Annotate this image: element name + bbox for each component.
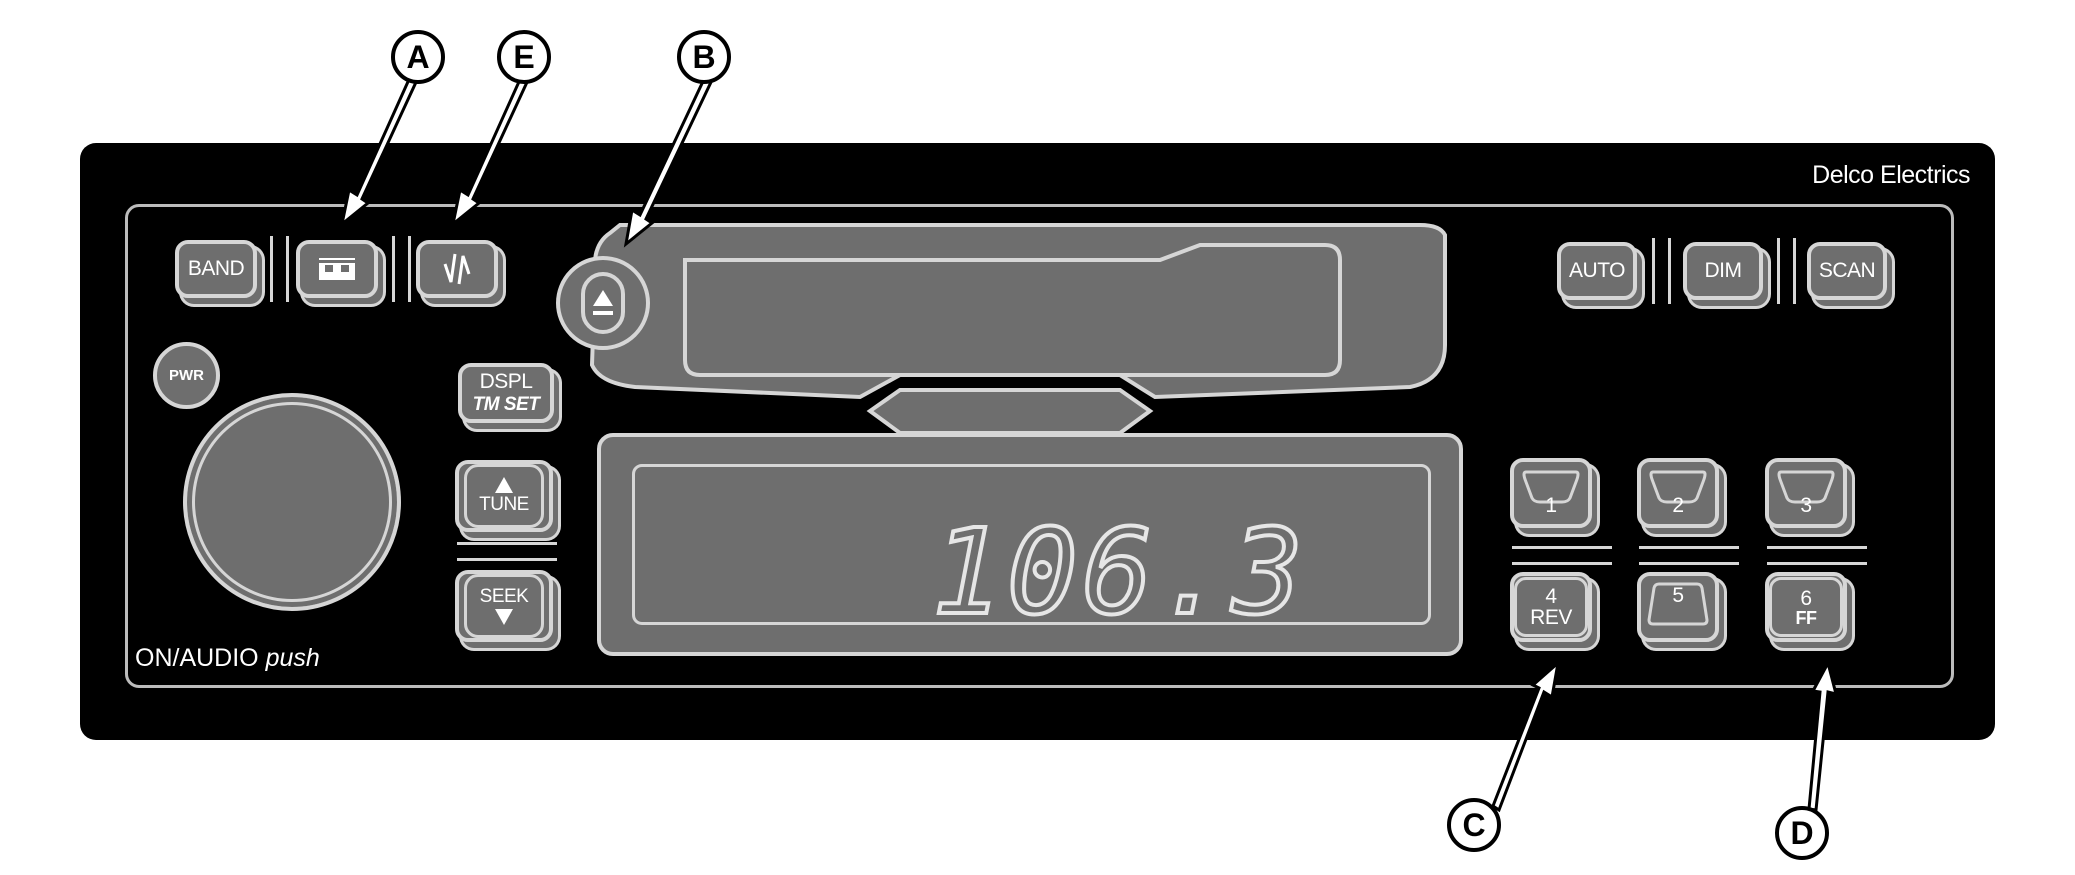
tape-button[interactable]	[296, 240, 378, 298]
auto-button[interactable]: AUTO	[1557, 242, 1637, 300]
separator	[392, 236, 411, 302]
tape-side-switch-icon	[443, 253, 471, 285]
cassette-door	[589, 223, 1447, 435]
tune-button[interactable]: TUNE	[455, 460, 553, 532]
down-triangle-icon	[495, 609, 513, 625]
separator	[270, 236, 289, 302]
eject-icon	[581, 272, 625, 334]
callout-c: C	[1447, 798, 1501, 852]
callout-e: E	[497, 30, 551, 84]
preset-5-button[interactable]: 5	[1637, 572, 1719, 642]
callout-b: B	[677, 30, 731, 84]
separator	[1639, 546, 1739, 565]
separator	[457, 542, 557, 561]
power-button[interactable]: PWR	[153, 342, 220, 409]
dim-button[interactable]: DIM	[1683, 242, 1763, 300]
knob-label: ON/AUDIO push	[135, 644, 320, 672]
inner-frame	[125, 204, 1954, 688]
callout-d: D	[1775, 806, 1829, 860]
separator	[1512, 546, 1612, 565]
eject-button[interactable]	[556, 256, 650, 350]
preset-3-button[interactable]: 3	[1765, 458, 1847, 528]
separator	[1777, 238, 1796, 304]
preset-4-rev-button[interactable]: 4 REV	[1510, 572, 1592, 642]
scan-button[interactable]: SCAN	[1807, 242, 1887, 300]
frequency-readout: 106.3	[930, 501, 1307, 643]
band-button[interactable]: BAND	[175, 240, 257, 298]
display-panel	[597, 433, 1463, 656]
display-window	[632, 464, 1431, 625]
preset-6-ff-button[interactable]: 6 FF	[1765, 572, 1847, 642]
up-triangle-icon	[495, 477, 513, 493]
seek-button[interactable]: SEEK	[455, 570, 553, 642]
brand-label: Delco Electrics	[1812, 161, 1970, 189]
separator	[1652, 238, 1671, 304]
preset-2-button[interactable]: 2	[1637, 458, 1719, 528]
tape-side-button[interactable]	[416, 240, 498, 298]
preset-1-button[interactable]: 1	[1510, 458, 1592, 528]
separator	[1767, 546, 1867, 565]
callout-a: A	[391, 30, 445, 84]
cassette-tape-icon	[319, 258, 355, 280]
volume-knob[interactable]	[183, 393, 401, 611]
